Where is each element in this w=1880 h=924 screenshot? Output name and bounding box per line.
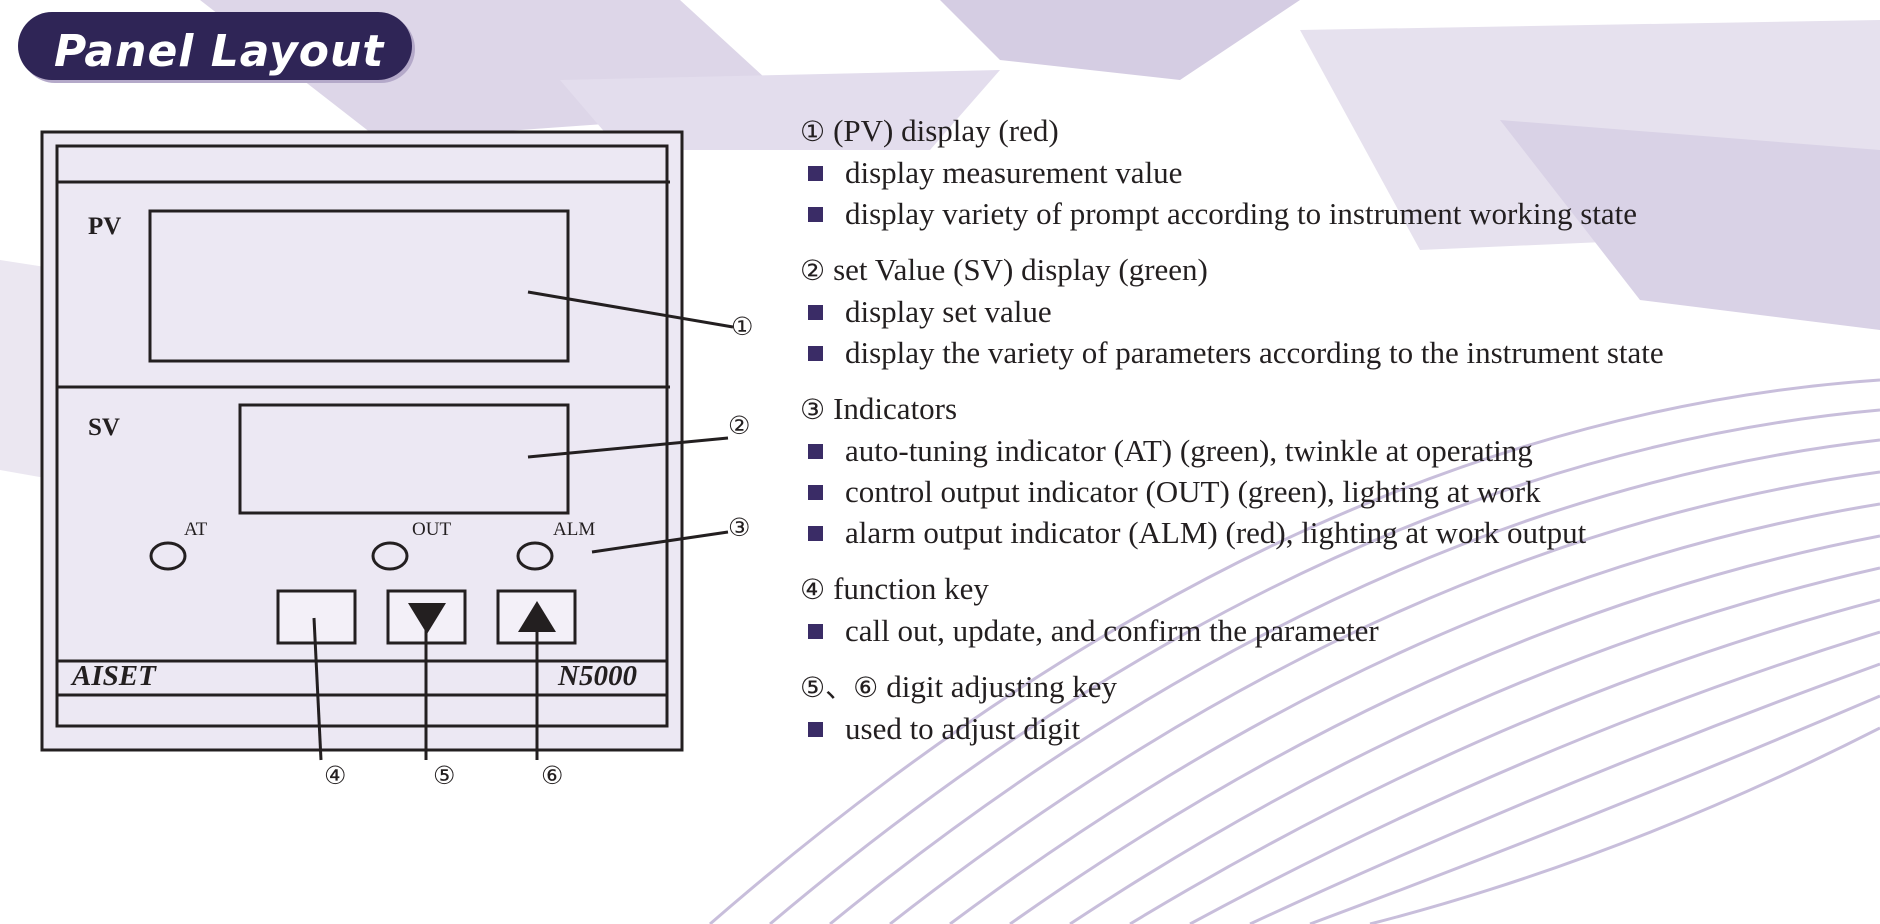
section-number: ① <box>800 115 826 148</box>
square-bullet-icon <box>808 305 823 321</box>
sv-label: SV <box>88 414 120 441</box>
bullet-text: auto-tuning indicator (AT) (green), twin… <box>845 433 1533 468</box>
section-number: ② <box>800 254 826 287</box>
section-title: (PV) display (red) <box>833 113 1059 148</box>
description-section-pv: ①(PV) display (red) display measurement … <box>800 110 1870 234</box>
section-title: Indicators <box>833 391 958 426</box>
at-indicator-led <box>149 541 187 571</box>
alm-indicator-label: ALM <box>553 519 596 540</box>
out-indicator-label: OUT <box>412 519 452 540</box>
bullet-item: display measurement value <box>800 152 1870 193</box>
bullet-text: display variety of prompt according to i… <box>845 196 1638 231</box>
square-bullet-icon <box>808 526 823 542</box>
bullet-text: display measurement value <box>845 155 1183 190</box>
alm-indicator-led <box>516 541 554 571</box>
model-number: N5000 <box>558 660 637 692</box>
pv-display-window <box>148 209 570 363</box>
bullet-item: display the variety of parameters accord… <box>800 332 1870 373</box>
function-key <box>276 589 357 645</box>
section-title: digit adjusting key <box>886 669 1117 704</box>
square-bullet-icon <box>808 346 823 362</box>
callout-4-leader <box>312 617 323 761</box>
square-bullet-icon <box>808 207 823 223</box>
callout-2-leader <box>527 436 729 459</box>
bullet-item: call out, update, and confirm the parame… <box>800 610 1870 651</box>
square-bullet-icon <box>808 166 823 182</box>
callout-2: ② <box>728 411 751 440</box>
callout-6: ⑥ <box>541 761 564 790</box>
square-bullet-icon <box>808 722 823 738</box>
at-indicator-label: AT <box>184 519 208 540</box>
callout-3-leader <box>591 530 729 554</box>
callout-5: ⑤ <box>433 761 456 790</box>
section-heading: ①(PV) display (red) <box>800 110 1870 152</box>
bullet-text: used to adjust digit <box>845 711 1081 746</box>
panel-inner-frame <box>55 144 669 728</box>
page-title: Panel Layout <box>54 26 385 77</box>
bullet-item: display variety of prompt according to i… <box>800 193 1870 234</box>
callout-1: ① <box>731 312 754 341</box>
bullet-text: display set value <box>845 294 1052 329</box>
sv-display-window <box>238 403 570 515</box>
bullet-text: control output indicator (OUT) (green), … <box>845 474 1541 509</box>
square-bullet-icon <box>808 444 823 460</box>
brand-name: AISET <box>72 660 156 692</box>
bullet-item: control output indicator (OUT) (green), … <box>800 471 1870 512</box>
bullet-text: display the variety of parameters accord… <box>845 335 1664 370</box>
pv-label: PV <box>88 213 122 240</box>
section-title: set Value (SV) display (green) <box>833 252 1208 287</box>
bullet-item: display set value <box>800 291 1870 332</box>
callout-4: ④ <box>324 761 347 790</box>
square-bullet-icon <box>808 485 823 501</box>
title-badge: Panel Layout <box>18 12 412 80</box>
bullet-text: alarm output indicator (ALM) (red), ligh… <box>845 515 1587 550</box>
bullet-item: auto-tuning indicator (AT) (green), twin… <box>800 430 1870 471</box>
description-list: ①(PV) display (red) display measurement … <box>800 110 1870 764</box>
bullet-item: alarm output indicator (ALM) (red), ligh… <box>800 512 1870 553</box>
square-bullet-icon <box>808 624 823 640</box>
section-number: ⑤、⑥ <box>800 671 879 704</box>
callout-1-leader <box>527 290 734 329</box>
controller-panel-diagram <box>40 130 734 761</box>
bullet-item: used to adjust digit <box>800 708 1870 749</box>
out-indicator-led <box>371 541 409 571</box>
down-triangle-icon <box>408 603 446 634</box>
panel-outer-frame <box>40 130 684 752</box>
section-title: function key <box>833 571 989 606</box>
section-number: ③ <box>800 393 826 426</box>
section-number: ④ <box>800 573 826 606</box>
callout-3: ③ <box>728 513 751 542</box>
up-triangle-icon <box>518 601 556 632</box>
bullet-text: call out, update, and confirm the parame… <box>845 613 1379 648</box>
